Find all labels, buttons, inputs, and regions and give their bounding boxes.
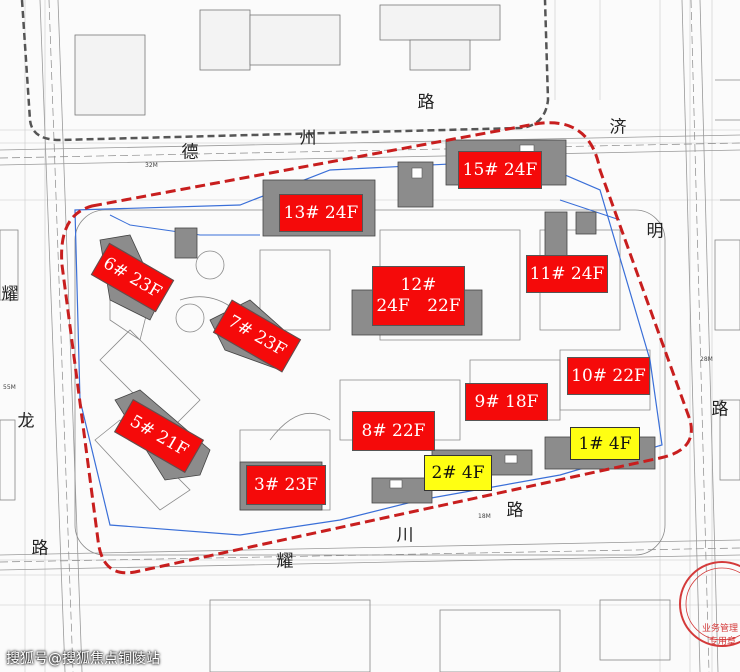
road-width-east: 28M [700,356,713,363]
road-west-char-1: 耀 [1,284,19,305]
building-9-label: 9# 18F [465,383,548,421]
seal-line-3: 专用章 [709,637,737,647]
road-north-char-3: 路 [417,92,435,113]
building-15-label: 15# 24F [458,151,542,189]
building-3-label: 3# 23F [246,465,326,505]
road-width-north: 32M [145,162,158,169]
road-east-char-3: 路 [711,399,729,420]
building-12-floors: 24F 22F [376,296,461,316]
road-west-char-3: 路 [31,538,49,559]
road-width-south: 18M [478,513,491,520]
road-south-char-3: 路 [506,500,524,521]
road-north-char-2: 州 [299,128,317,149]
building-8-label: 8# 22F [352,411,435,451]
building-10-label: 10# 22F [567,357,650,395]
road-north-char-1: 德 [181,142,199,163]
road-south-char-1: 耀 [276,551,294,572]
road-east-char-1: 济 [609,117,627,138]
building-1-label: 1# 4F [570,427,640,460]
building-12-label: 12# 24F 22F [372,266,465,326]
building-13-label: 13# 24F [279,194,363,232]
watermark-text: 搜狐号@搜狐焦点铜陵站 [6,651,160,667]
approval-seal [679,561,740,647]
building-11-label: 11# 24F [526,255,608,293]
building-2-label: 2# 4F [424,455,492,491]
road-east-char-2: 明 [646,221,664,242]
road-width-west: 55M [3,384,16,391]
road-west-char-2: 龙 [17,411,35,432]
road-south-char-2: 川 [396,525,414,546]
building-12-name: 12# [400,274,437,295]
seal-line-2: 业务管理 [702,624,739,634]
